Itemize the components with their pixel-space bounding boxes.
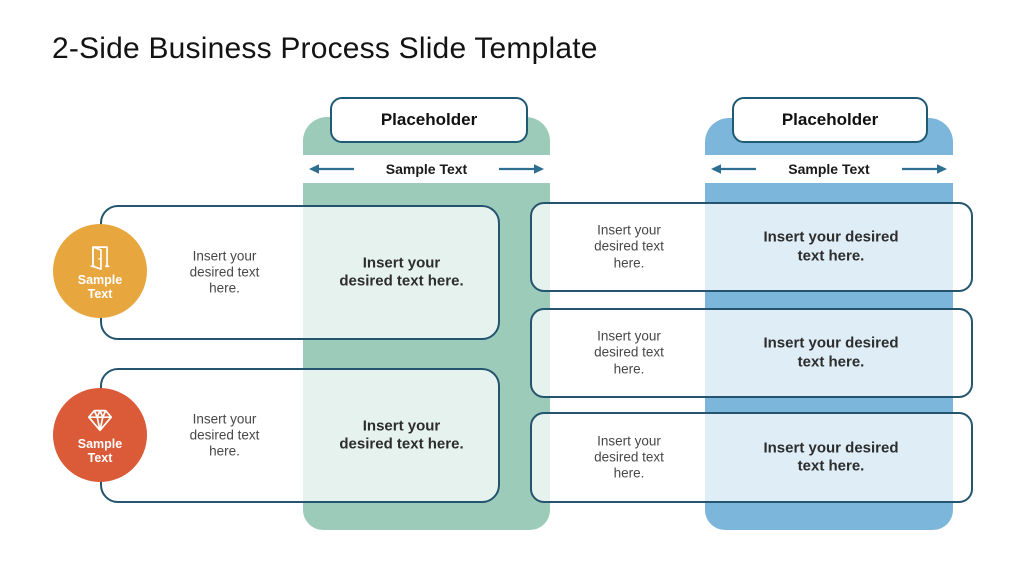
right-header-placeholder[interactable]: Placeholder: [732, 97, 928, 143]
right-flow-band: Sample Text: [705, 155, 953, 183]
sample-badge-door[interactable]: Sample Text: [53, 224, 147, 318]
left-text-box-2[interactable]: Insert your desired text here. Insert yo…: [100, 368, 500, 503]
badge-label: Sample Text: [77, 437, 123, 465]
badge-label: Sample Text: [77, 273, 123, 301]
plain-placeholder-text: Insert your desired text here.: [189, 247, 260, 296]
plain-placeholder-text: Insert your desired text here.: [594, 328, 664, 377]
bold-placeholder-text: Insert your desired text here.: [763, 228, 899, 264]
diamond-icon: [87, 409, 113, 432]
door-icon: [90, 246, 110, 270]
left-flow-label: Sample Text: [385, 161, 468, 177]
left-flow-band: Sample Text: [303, 155, 550, 183]
right-arrow-icon: [499, 164, 544, 174]
left-header-placeholder[interactable]: Placeholder: [330, 97, 528, 143]
left-arrow-icon: [309, 164, 354, 174]
right-text-box-2[interactable]: Insert your desired text here. Insert yo…: [530, 308, 973, 398]
bold-placeholder-text: Insert your desired text here.: [339, 416, 464, 453]
plain-placeholder-text: Insert your desired text here.: [594, 432, 664, 481]
bold-placeholder-text: Insert your desired text here.: [763, 438, 899, 475]
left-arrow-icon: [711, 164, 756, 174]
bold-placeholder-text: Insert your desired text here.: [763, 334, 899, 370]
bold-placeholder-text: Insert your desired text here.: [339, 253, 464, 290]
left-text-box-1[interactable]: Insert your desired text here. Insert yo…: [100, 205, 500, 340]
right-flow-label: Sample Text: [788, 161, 870, 177]
right-text-box-3[interactable]: Insert your desired text here. Insert yo…: [530, 412, 973, 503]
plain-placeholder-text: Insert your desired text here.: [189, 410, 260, 459]
right-arrow-icon: [902, 164, 947, 174]
right-text-box-1[interactable]: Insert your desired text here. Insert yo…: [530, 202, 973, 292]
plain-placeholder-text: Insert your desired text here.: [594, 222, 664, 271]
sample-badge-diamond[interactable]: Sample Text: [53, 388, 147, 482]
slide-title: 2-Side Business Process Slide Template: [52, 32, 598, 65]
